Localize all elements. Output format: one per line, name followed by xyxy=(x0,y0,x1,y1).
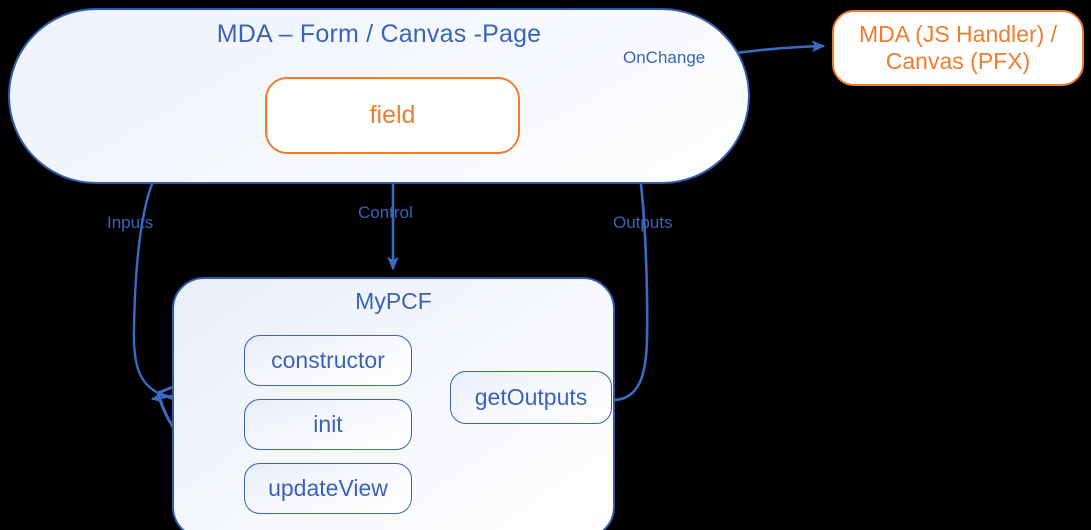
mda-js-handler-node[interactable]: MDA (JS Handler) / Canvas (PFX) xyxy=(832,10,1084,86)
method-node-init-label: init xyxy=(313,410,343,437)
method-node-get-outputs-label: getOutputs xyxy=(474,383,588,410)
mda-js-handler-line1: MDA (JS Handler) / xyxy=(858,20,1058,47)
edge-label-onchange: OnChange xyxy=(623,48,706,67)
method-node-update-view[interactable]: updateView xyxy=(244,463,412,514)
edge-label-control: Control xyxy=(358,203,413,222)
method-node-init[interactable]: init xyxy=(244,399,412,450)
method-node-constructor[interactable]: constructor xyxy=(244,335,412,386)
method-node-constructor-label: constructor xyxy=(271,346,385,373)
field-node-label: field xyxy=(369,100,416,129)
mda-js-handler-line2: Canvas (PFX) xyxy=(885,48,1031,74)
method-node-update-view-label: updateView xyxy=(268,474,388,501)
edge-label-inputs: Inputs xyxy=(107,213,154,232)
field-node[interactable]: field xyxy=(265,77,520,154)
mda-form-canvas-container: MDA – Form / Canvas -Page xyxy=(8,8,750,184)
mypcf-container-title: MyPCF xyxy=(355,288,432,314)
method-node-get-outputs[interactable]: getOutputs xyxy=(450,371,612,424)
mda-container-title: MDA – Form / Canvas -Page xyxy=(216,20,542,48)
edge-label-outputs: Outputs xyxy=(613,213,673,232)
